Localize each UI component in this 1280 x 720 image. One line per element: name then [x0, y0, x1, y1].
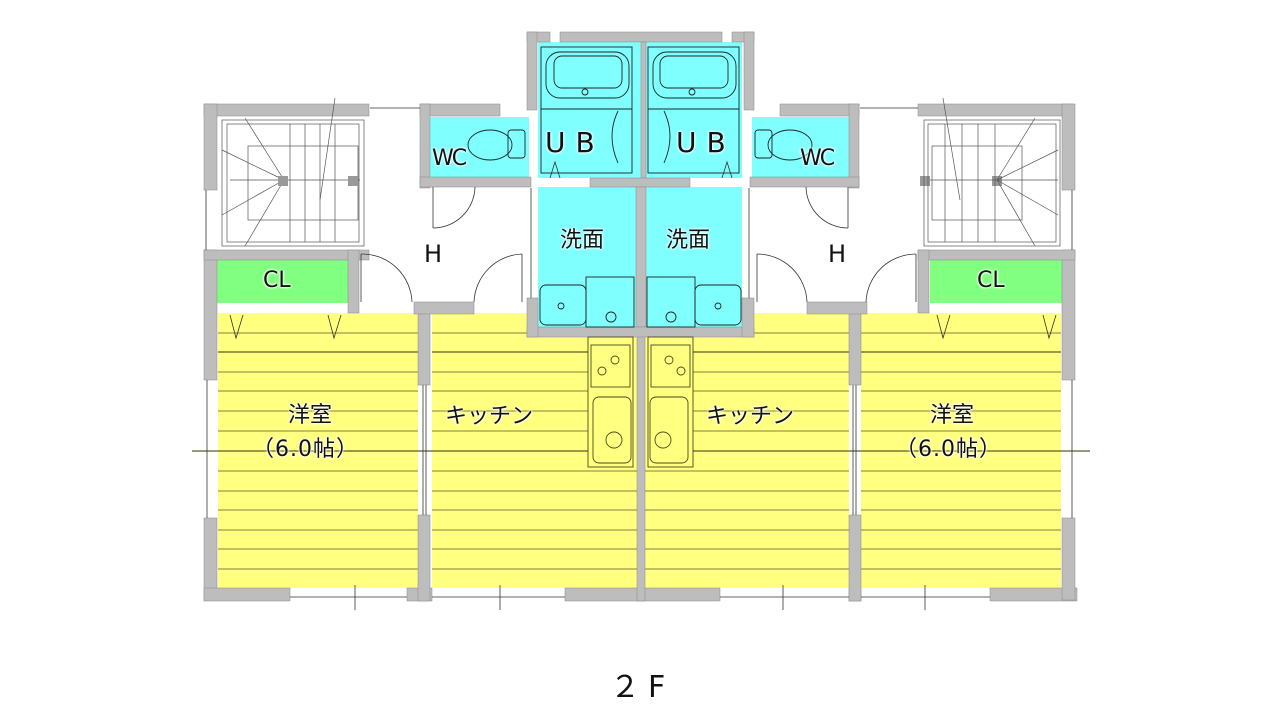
- stairs-left: [221, 97, 365, 247]
- closets: [216, 259, 1062, 303]
- closet-label-right: CL: [977, 268, 1005, 293]
- western-room-label-right: 洋室: [930, 403, 975, 428]
- ub-label-left: UB: [545, 126, 605, 159]
- washbasins: [539, 276, 742, 328]
- western-room-area-right: （6.0帖）: [895, 437, 1002, 462]
- stairs-right: [923, 97, 1061, 247]
- hall-label-left: H: [424, 240, 443, 268]
- washroom-label-left: 洗面: [560, 228, 605, 253]
- wet-areas: [430, 42, 850, 327]
- wc-label-right: WC: [800, 146, 835, 171]
- floor-label: ２F: [610, 670, 674, 705]
- ub-label-right: UB: [676, 126, 736, 159]
- kitchen-label-right: キッチン: [706, 404, 795, 429]
- hall-label-right: H: [828, 240, 847, 268]
- wc-label-left: WC: [432, 146, 467, 171]
- toilets: [467, 129, 813, 161]
- closet-label-left: CL: [263, 268, 291, 293]
- kitchen-counters: [587, 336, 694, 468]
- windows: [205, 107, 1073, 610]
- western-room-label-left: 洋室: [288, 403, 333, 428]
- bathtubs: [540, 46, 740, 174]
- stair-posts: [278, 176, 1002, 186]
- kitchen-label-left: キッチン: [445, 404, 534, 429]
- washroom-label-right: 洗面: [666, 228, 711, 253]
- western-room-area-left: （6.0帖）: [252, 437, 359, 462]
- walls: [203, 31, 1078, 602]
